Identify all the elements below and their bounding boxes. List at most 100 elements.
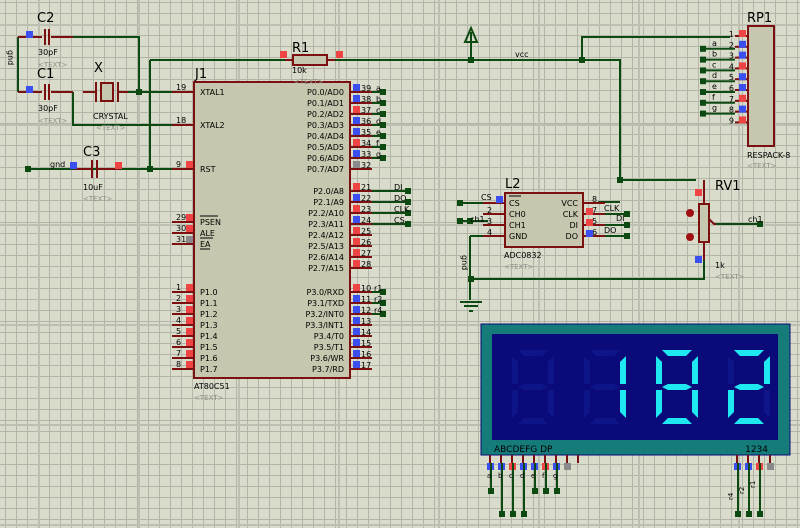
u1-pin-state [186,350,193,357]
u1-pin-num: 33 [361,150,371,159]
u1-pin-num: 23 [361,205,371,214]
u2-ref: L2 [505,177,521,192]
wire-vcc-rp1[interactable] [581,36,730,60]
c2-value: 30pF [38,48,58,57]
u1-pin-name: P0.6/AD6 [307,154,344,163]
rv1-adjust-up[interactable] [686,209,694,217]
net-terminal [405,199,411,205]
rv1-wiper[interactable] [708,218,716,225]
rp1-part: RESPACK-8 [747,151,790,160]
net-terminal [488,488,494,494]
wire-c1-xtal[interactable] [72,92,172,126]
rp1-pin-state [739,94,746,102]
u1-pin-name: P2.6/A14 [308,253,344,262]
u1-pin-num: 32 [361,161,371,170]
digit-2-segment-g [590,384,620,390]
u2-pin-state [586,219,593,226]
u1-pin-name: P3.0/RXD [307,288,344,297]
rp1-body[interactable] [747,25,775,147]
u1-pin-state [353,205,360,212]
u1-pin-name: P3.4/T0 [314,332,344,341]
wire-adc-gnd[interactable] [469,235,488,300]
u1-pin-name: P2.2/A10 [308,209,344,218]
crystal-body[interactable] [100,82,114,102]
u1-body[interactable] [193,81,351,379]
digit-1-segment-d [518,418,548,424]
c2-plates[interactable] [44,29,50,45]
digit-3-segment-c [692,390,698,418]
u2-pin-num: 8 [592,195,597,204]
u1-pin-num: 17 [361,361,371,370]
u1-pin-num: 14 [361,328,371,337]
u1-pin-state [186,361,193,368]
net-terminal [624,211,630,217]
u1-pin-num: 25 [361,227,371,236]
u1-net-label: c [376,106,380,115]
rp1-pin-num: 9 [729,116,734,125]
u2-pin-num: 7 [592,206,597,215]
junction-dot [468,57,474,63]
u1-pin-state [186,236,193,243]
digit-2-segment-d [590,418,620,424]
rp1-pin-num: 1 [729,30,734,39]
rp1-net-label: g [712,104,717,113]
u1-pin-num: 37 [361,106,371,115]
net-terminal [624,222,630,228]
rv1-adjust-down[interactable] [686,233,694,241]
u1-pin-name: XTAL1 [200,88,225,97]
u1-pin-num: 7 [176,349,181,358]
adc-di-label: DI [616,214,625,223]
u1-pin-name: P2.1/A9 [313,198,344,207]
wire-gnd-rv1[interactable] [470,260,705,280]
labels: C2 30pF <TEXT> C1 30pF <TEXT> X CRYSTAL … [6,11,790,402]
u2-pin-name: DI [569,221,578,230]
u2-pin-name: CS [509,199,520,208]
digit-1-segment-a [518,350,548,356]
u1-pin-state [353,284,360,291]
u1-pin-num: 26 [361,238,371,247]
crystal-hint: <TEXT> [96,124,126,132]
u1-pin-name: P3.6/WR [310,354,344,363]
u1-pin-state [186,225,193,232]
u1-pin-num: 1 [176,283,181,292]
r1-body[interactable] [292,54,328,66]
u1-pin-num: 10 [361,284,371,293]
u1-pin-name: P0.0/AD0 [307,88,344,97]
u1-pin-name: P3.1/TXD [307,299,344,308]
net-terminal [624,233,630,239]
r1-value: 10k [292,66,307,75]
c2-hint: <TEXT> [38,61,68,69]
net-terminal [405,221,411,227]
rp1-pin-num: 2 [729,41,734,50]
net-terminal [700,67,706,74]
crystal-value: CRYSTAL [93,112,128,121]
u1-pin-name: P3.5/T1 [314,343,344,352]
u1-pin-num: 24 [361,216,371,225]
wire-c2-top[interactable] [73,36,140,92]
u1-pin-name: P0.3/AD3 [307,121,344,130]
u2-body[interactable] [504,192,584,248]
u2-pin-state [586,208,593,215]
u2-pin-num: 4 [487,228,492,237]
c1-hint: <TEXT> [38,117,68,125]
rp1-pin-num: 7 [729,95,734,104]
c3-symbol[interactable] [75,160,120,178]
rp1-pin-num: 5 [729,73,734,82]
u2-pin-name: GND [509,232,527,241]
u1-pin-state [186,339,193,346]
junction-dot [147,166,153,172]
u1-pin-name: P1.0 [200,288,218,297]
c3-ref: C3 [83,145,100,160]
rp1-net-label: e [712,82,717,91]
u1-pin-state [186,161,193,168]
rp1-pin-state [739,73,746,81]
u1-pin-num: 22 [361,194,371,203]
rv1-body[interactable] [698,203,710,243]
c1-plates[interactable] [44,84,50,100]
rp1-net-label: f [712,93,715,102]
u1-pin-state [353,306,360,313]
display-seg-net-label: c [509,472,513,480]
display-digit-label: 1234 [745,445,768,455]
adc-gnd-label: gnd [460,255,469,270]
